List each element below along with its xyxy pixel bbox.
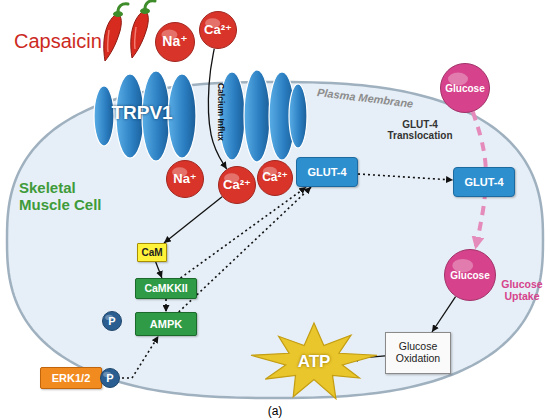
glut4-transporter: GLUT-4 [453, 167, 515, 197]
node-text: AMPK [136, 313, 196, 335]
node-text: Ca²⁺ [218, 166, 256, 204]
circle-fill [156, 23, 195, 62]
calcium-ion: Ca²⁺ [218, 166, 256, 204]
channel-subunit [94, 86, 114, 146]
channel-subunit [219, 72, 245, 160]
node-text: Glucose [444, 249, 496, 301]
node-text: CaM [138, 244, 166, 261]
pepper-stem [145, 1, 155, 9]
pepper-body [131, 10, 149, 58]
glucose-molecule: Glucose [440, 63, 490, 113]
sodium-ion: Na⁺ [155, 22, 195, 62]
circle-fill [167, 161, 204, 198]
node-text: Ca²⁺ [257, 160, 293, 196]
compound-label: Capsaicin [14, 30, 102, 52]
kinase-box: ERK1/2 [40, 367, 102, 389]
node-text: ATP [250, 323, 378, 401]
circle-fill [103, 312, 122, 331]
node-text: Skeletal Muscle Cell [19, 180, 114, 213]
circle-fill [219, 167, 256, 204]
kinase-box: CaMKKII [135, 278, 197, 299]
chili-pepper [131, 1, 155, 58]
node-text: Glucose Oxidation [386, 333, 450, 373]
trpv1-channel: TRPV1 [92, 66, 307, 166]
edge-label: Glucose Uptake [497, 279, 547, 302]
kinase-box: AMPK [135, 312, 197, 336]
glucose-molecule: Glucose [444, 249, 496, 301]
node-text: Na⁺ [166, 160, 204, 198]
circle-fill [200, 12, 237, 49]
glut4-transporter: GLUT-4 [296, 157, 358, 187]
phosphate-circle: P [100, 368, 120, 388]
node-text: Na⁺ [155, 22, 195, 62]
calmodulin-box: CaM [137, 243, 167, 262]
circle-fill [441, 64, 490, 113]
node-text: P [100, 368, 120, 388]
circle-fill [101, 369, 120, 388]
signal-arrow [165, 299, 167, 312]
phosphate-circle: P [102, 311, 122, 331]
process-box: Glucose Oxidation [385, 332, 451, 374]
pepper-stem [118, 4, 128, 12]
edge-label: GLUT-4 Translocation [380, 119, 460, 141]
chili-pepper [104, 4, 128, 61]
atp-burst: ATP [250, 323, 378, 401]
node-text: P [102, 311, 122, 331]
node-text: GLUT-4 [454, 168, 514, 196]
node-text: GLUT-4 [297, 158, 357, 186]
node-text: ERK1/2 [41, 368, 101, 388]
channel-subunit [289, 84, 307, 148]
sodium-ion: Na⁺ [166, 160, 204, 198]
pepper-body [104, 13, 122, 61]
circle-fill [258, 161, 293, 196]
cell-membrane [7, 82, 543, 398]
pepper-highlight [108, 30, 109, 52]
edge-label: Calcium Influx [215, 83, 224, 141]
circle-fill [445, 250, 496, 301]
node-text: Ca²⁺ [199, 11, 237, 49]
calcium-ion: Ca²⁺ [257, 160, 293, 196]
channel-subunit [244, 70, 270, 162]
figure-caption: (a) [0, 405, 550, 418]
pepper-highlight [135, 27, 136, 49]
node-text: Glucose [440, 63, 490, 113]
calcium-ion: Ca²⁺ [199, 11, 237, 49]
node-text: TRPV1 [92, 103, 192, 124]
node-text: CaMKKII [136, 279, 196, 298]
